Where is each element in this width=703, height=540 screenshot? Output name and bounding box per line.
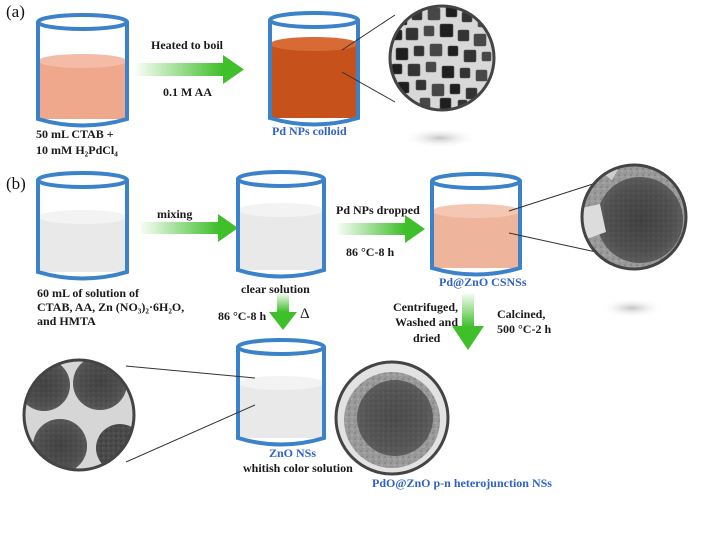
centrifuged-line2: Washed and bbox=[395, 315, 459, 329]
arrow-mixing bbox=[138, 214, 238, 242]
shadow bbox=[402, 128, 478, 148]
start-b-line1: 60 mL of solution of bbox=[37, 286, 140, 300]
pd-nanocube bbox=[439, 97, 452, 110]
clear-solution-label: clear solution bbox=[241, 282, 310, 296]
pd-colloid-label: Pd NPs colloid bbox=[272, 124, 347, 138]
panel-b-label: (b) bbox=[6, 174, 26, 193]
zoom-line bbox=[341, 14, 396, 51]
tem-zno-spheres bbox=[22, 358, 136, 472]
shadow bbox=[600, 298, 664, 318]
arrow-pd-dropped bbox=[335, 215, 425, 243]
beaker-pd-zno bbox=[430, 172, 522, 277]
centrifuged-line3: dried bbox=[413, 331, 441, 345]
pd-nanocube bbox=[413, 45, 425, 57]
liquid-surface bbox=[270, 37, 358, 51]
zno-condition-label: 86 °C-8 h bbox=[218, 309, 267, 323]
pd-dropped-label: Pd NPs dropped bbox=[336, 203, 420, 217]
beaker-clear-solution bbox=[236, 170, 326, 279]
beaker-pd-colloid bbox=[268, 11, 360, 127]
pd-nanocube bbox=[459, 67, 471, 79]
liquid-surface bbox=[38, 54, 127, 68]
arrow-down-calcine bbox=[452, 292, 484, 350]
pd-zno-csnss-label: Pd@ZnO CSNSs bbox=[439, 275, 527, 289]
whitish-label: whitish color solution bbox=[243, 461, 353, 475]
pd-nanocube bbox=[463, 49, 477, 63]
start-a-line2: 10 mM H₂PdCl₄ bbox=[36, 143, 118, 157]
pd-nanocube bbox=[407, 63, 421, 77]
calcined-line1: Calcined, bbox=[497, 307, 546, 321]
zoom-line bbox=[508, 182, 597, 212]
arrow-down-zno bbox=[269, 292, 297, 330]
zoom-line bbox=[125, 365, 256, 379]
tem-core-shell bbox=[580, 163, 688, 271]
pd-nanocube bbox=[429, 43, 443, 57]
arrow-a-top-label: Heated to boil bbox=[151, 38, 223, 52]
pd-nanocube bbox=[475, 69, 488, 82]
beaker-zno bbox=[236, 338, 326, 447]
pd-nanocube bbox=[441, 65, 455, 79]
zoom-line bbox=[508, 232, 597, 253]
zoom-line bbox=[341, 71, 396, 103]
start-b-line2: CTAB, AA, Zn (NO₃)₂·6H₂O, bbox=[37, 300, 185, 314]
tem-pdo-zno bbox=[334, 360, 450, 476]
pd-nanocube bbox=[425, 61, 437, 73]
brown-liquid bbox=[270, 44, 358, 118]
pd-nanocube bbox=[449, 83, 461, 95]
pd-nanocube bbox=[439, 23, 454, 38]
pd-nanocube bbox=[405, 27, 419, 41]
pd-nanocube bbox=[481, 51, 492, 62]
zoom-line bbox=[125, 404, 256, 463]
pd-nanocube bbox=[423, 25, 435, 37]
pd-nanocube bbox=[415, 79, 427, 91]
pd-nanocube bbox=[431, 83, 445, 97]
pink-liquid bbox=[38, 61, 127, 119]
panel-a-label: (a) bbox=[6, 2, 25, 21]
start-a-line1: 50 mL CTAB + bbox=[36, 127, 114, 141]
centrifuged-line1: Centrifuged, bbox=[393, 300, 458, 314]
pdo-zno-label: PdO@ZnO p-n heterojunction NSs bbox=[372, 476, 552, 490]
pd-nanocube bbox=[473, 33, 487, 47]
pd-nanocube bbox=[427, 7, 441, 21]
mixing-label: mixing bbox=[157, 207, 193, 221]
start-b-line3: and HMTA bbox=[37, 314, 96, 328]
arrow-a-bottom-label: 0.1 M AA bbox=[163, 85, 212, 99]
beaker-precursor bbox=[36, 171, 129, 281]
beaker-ctab-h2pdcl4 bbox=[36, 13, 129, 128]
delta-symbol: Δ bbox=[300, 306, 310, 322]
pd-nanocube bbox=[447, 45, 459, 57]
pd-dropped-condition: 86 °C-8 h bbox=[346, 245, 395, 259]
arrow-heat-boil bbox=[133, 55, 244, 84]
pd-nanocube bbox=[457, 29, 470, 42]
pd-nanocube bbox=[465, 87, 478, 100]
pd-nanocube bbox=[395, 47, 409, 61]
calcined-line2: 500 °C-2 h bbox=[497, 322, 552, 336]
zno-nss-label: ZnO NSs bbox=[269, 446, 317, 460]
tem-pd-nanocubes bbox=[388, 4, 496, 112]
